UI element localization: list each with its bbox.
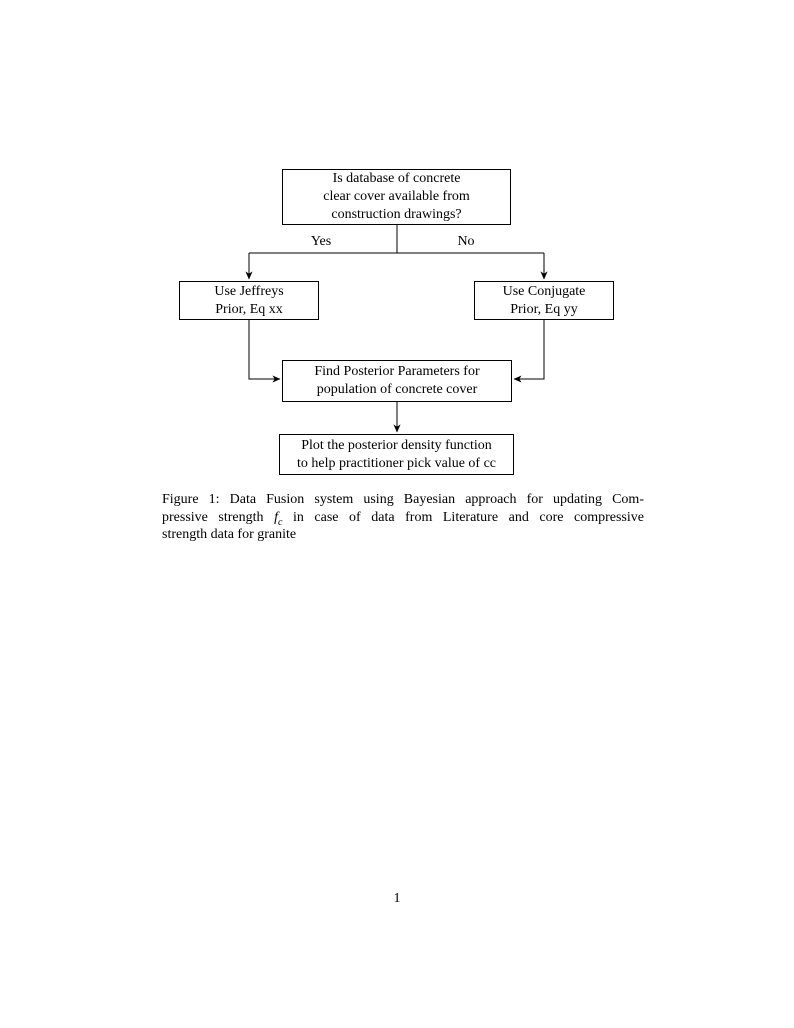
edge-label-no: No: [457, 234, 475, 249]
edge-label-yes: Yes: [310, 234, 332, 249]
caption-line2-text-pre: pressive strength: [162, 509, 264, 525]
edge-left-to-middle: [248, 320, 281, 383]
caption-line-1: Figure 1: Data Fusion system using Bayes…: [162, 492, 644, 507]
edge-right-to-middle: [513, 320, 545, 383]
caption-fc-subscript: c: [277, 516, 283, 528]
caption-line-3: strength data for granite: [162, 527, 297, 542]
figure-caption: Figure 1: Data Fusion system using Bayes…: [162, 491, 644, 544]
caption-fc-symbol: f: [274, 509, 278, 525]
flowchart-node-conjugate-prior: Use Conjugate Prior, Eq yy: [474, 281, 614, 320]
caption-line-2: pressive strength fc in case of data fro…: [162, 509, 644, 527]
page-number: 1: [393, 891, 401, 906]
flowchart-node-plot-density: Plot the posterior density function to h…: [279, 434, 514, 475]
flowchart-node-posterior-parameters: Find Posterior Parameters for population…: [282, 360, 512, 402]
caption-line2-text-post: in case of data from Literature and core…: [292, 509, 644, 525]
flowchart-node-jeffreys-prior: Use Jeffreys Prior, Eq xx: [179, 281, 319, 320]
flowchart-node-question: Is database of concrete clear cover avai…: [282, 169, 511, 225]
